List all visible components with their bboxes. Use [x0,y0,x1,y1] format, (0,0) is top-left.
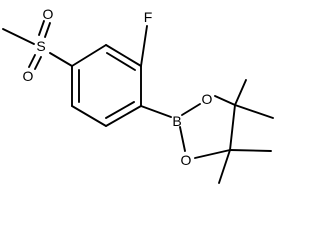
ring-bond-1 [71,44,107,67]
bond-o-upper-c [214,95,236,106]
bond-s-o-top-a [38,20,45,36]
atom-oxygen-ring-upper: O [202,91,213,107]
bond-methyl-sulfur [2,28,35,45]
bond-c-c-ring [229,104,236,151]
atom-fluorine: F [144,9,153,25]
bond-ring-boron [140,105,172,118]
ring-bond-4 [105,105,142,127]
ring-bond-2 [105,44,142,67]
bond-ring-fluorine [140,25,148,67]
atom-sulfur: S [36,38,45,54]
atom-oxygen-top: O [43,6,54,22]
atom-oxygen-ring-lower: O [181,152,192,168]
atom-oxygen-bottom: O [23,68,34,84]
atom-boron: B [172,113,181,129]
bond-methyl-3 [229,149,272,152]
bond-methyl-4 [218,149,231,184]
bond-methyl-2 [234,104,274,119]
bond-s-o-top-b [44,22,51,38]
ring-inner-bond-2 [105,101,135,119]
bond-sulfur-ring [49,52,73,67]
bond-methyl-1 [234,79,247,106]
bond-boron-o-upper [181,103,201,116]
bond-s-o-bottom-a [28,54,36,68]
bond-s-o-bottom-b [34,56,42,70]
bond-o-lower-boron [179,126,186,152]
ring-inner-bond-1 [106,52,136,71]
ring-bond-5 [71,105,107,127]
bond-c-o-lower [194,149,231,159]
molecule-structure: O S O F B O O [2,6,274,184]
